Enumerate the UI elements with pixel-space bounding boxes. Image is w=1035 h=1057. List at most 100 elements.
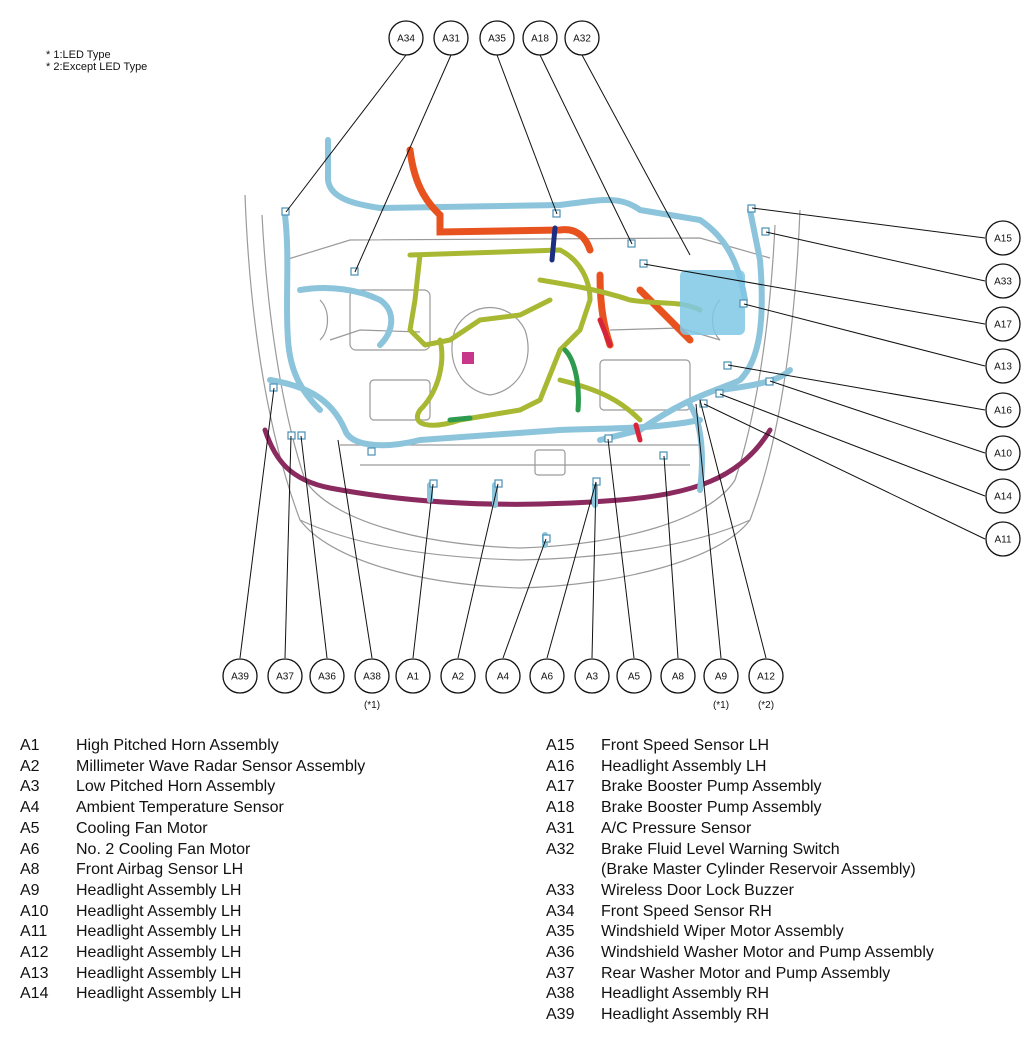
legend-code: A36 xyxy=(546,944,575,962)
callout-label: A5 xyxy=(628,672,641,683)
legend-row: A9 Headlight Assembly LH xyxy=(20,881,365,902)
legend-code: A6 xyxy=(20,840,40,858)
legend-name: Front Speed Sensor RH xyxy=(601,902,772,920)
legend-row: A15 Front Speed Sensor LH xyxy=(546,736,934,757)
callout-a9: A9(*1) xyxy=(703,658,739,711)
legend-row: A18 Brake Booster Pump Assembly xyxy=(546,798,934,819)
callout-label: A31 xyxy=(442,34,460,45)
callout-circle xyxy=(529,658,565,694)
callout-a31: A31 xyxy=(433,20,469,56)
legend-code: A18 xyxy=(546,799,575,817)
callout-a5: A5 xyxy=(616,658,652,694)
legend-name: Brake Booster Pump Assembly xyxy=(601,778,822,796)
callout-label: A3 xyxy=(586,672,599,683)
legend-code: A10 xyxy=(20,902,49,920)
callout-label: A33 xyxy=(994,277,1012,288)
legend-name: Brake Fluid Level Warning Switch xyxy=(601,840,840,858)
callout-label: A13 xyxy=(994,362,1012,373)
legend-code: A14 xyxy=(20,985,49,1003)
callout-a37: A37 xyxy=(267,658,303,694)
callout-a13: A13 xyxy=(985,348,1021,384)
legend-name: Headlight Assembly RH xyxy=(601,985,770,1003)
legend-name: No. 2 Cooling Fan Motor xyxy=(76,840,251,858)
legend-code: A38 xyxy=(546,985,575,1003)
legend-name: Millimeter Wave Radar Sensor Assembly xyxy=(76,757,366,775)
legend-code: A17 xyxy=(546,778,575,796)
legend-code: A4 xyxy=(20,799,40,817)
callout-label: A37 xyxy=(276,672,294,683)
legend-row: A4 Ambient Temperature Sensor xyxy=(20,798,365,819)
legend-code: A12 xyxy=(20,944,49,962)
legend-code: A33 xyxy=(546,881,575,899)
legend-row: A39 Headlight Assembly RH xyxy=(546,1005,934,1026)
callout-a36: A36 xyxy=(309,658,345,694)
callout-a3: A3 xyxy=(574,658,610,694)
callout-circle xyxy=(703,658,739,694)
legend-row: A11 Headlight Assembly LH xyxy=(20,922,365,943)
green-harness xyxy=(447,347,581,423)
callout-label: A10 xyxy=(994,449,1012,460)
callout-circle xyxy=(985,478,1021,514)
callout-a34: A34 xyxy=(388,20,424,56)
notes: * 1:LED Type * 2:Except LED Type xyxy=(46,49,147,73)
callout-a8: A8 xyxy=(660,658,696,694)
legend-code: A34 xyxy=(546,902,575,920)
legend-code: A32 xyxy=(546,840,575,858)
legend-code: A5 xyxy=(20,819,40,837)
callout-a2: A2 xyxy=(440,658,476,694)
callout-circle xyxy=(985,263,1021,299)
legend-name: A/C Pressure Sensor xyxy=(601,819,752,837)
legend-code: A9 xyxy=(20,881,40,899)
callout-circle xyxy=(748,658,784,694)
note-except-led-type: * 2:Except LED Type xyxy=(46,61,148,73)
legend-code: A13 xyxy=(20,964,49,982)
callout-a11: A11 xyxy=(985,521,1021,557)
orange-harness xyxy=(406,146,694,349)
connector-markers xyxy=(269,204,774,543)
legend-name: Headlight Assembly LH xyxy=(76,881,242,899)
legend-code: A35 xyxy=(546,923,575,941)
callout-a12: A12(*2) xyxy=(748,658,784,711)
callout-label: A4 xyxy=(497,672,510,683)
callout-a18: A18 xyxy=(522,20,558,56)
legend-name: Headlight Assembly RH xyxy=(601,1006,770,1024)
callout-label: A12 xyxy=(757,672,775,683)
purple-harness xyxy=(262,427,773,507)
callout-a10: A10 xyxy=(985,435,1021,471)
navy-harness xyxy=(549,225,558,263)
callout-circle xyxy=(660,658,696,694)
pink-connector xyxy=(462,352,474,364)
callout-a33: A33 xyxy=(985,263,1021,299)
legend-code: A15 xyxy=(546,737,575,754)
callout-circle xyxy=(388,20,424,56)
callout-circle xyxy=(985,306,1021,342)
callout-a6: A6 xyxy=(529,658,565,694)
legend-row: A32 Brake Fluid Level Warning Switch xyxy=(546,840,934,861)
callout-label: A38 xyxy=(363,672,381,683)
legend-name: Headlight Assembly LH xyxy=(76,985,242,1003)
callout-label: A9 xyxy=(715,672,728,683)
legend-name: Brake Booster Pump Assembly xyxy=(601,799,822,817)
callout-label: A8 xyxy=(672,672,685,683)
callout-a32: A32 xyxy=(564,20,600,56)
legend-row: A38 Headlight Assembly RH xyxy=(546,984,934,1005)
legend-name: Headlight Assembly LH xyxy=(76,964,242,982)
callout-label: A11 xyxy=(994,535,1011,546)
legend-code: A39 xyxy=(546,1006,575,1024)
red-harness xyxy=(597,317,643,443)
legend-name: Ambient Temperature Sensor xyxy=(76,799,284,817)
legend-name: Front Airbag Sensor LH xyxy=(76,861,244,879)
legend-name: Front Speed Sensor LH xyxy=(601,737,770,754)
legend-name: Headlight Assembly LH xyxy=(76,923,242,941)
callout-label: A1 xyxy=(407,672,420,683)
legend-row: A6 No. 2 Cooling Fan Motor xyxy=(20,840,365,861)
legend-name: High Pitched Horn Assembly xyxy=(76,737,279,754)
legend-code: A11 xyxy=(20,923,48,941)
callout-a17: A17 xyxy=(985,306,1021,342)
